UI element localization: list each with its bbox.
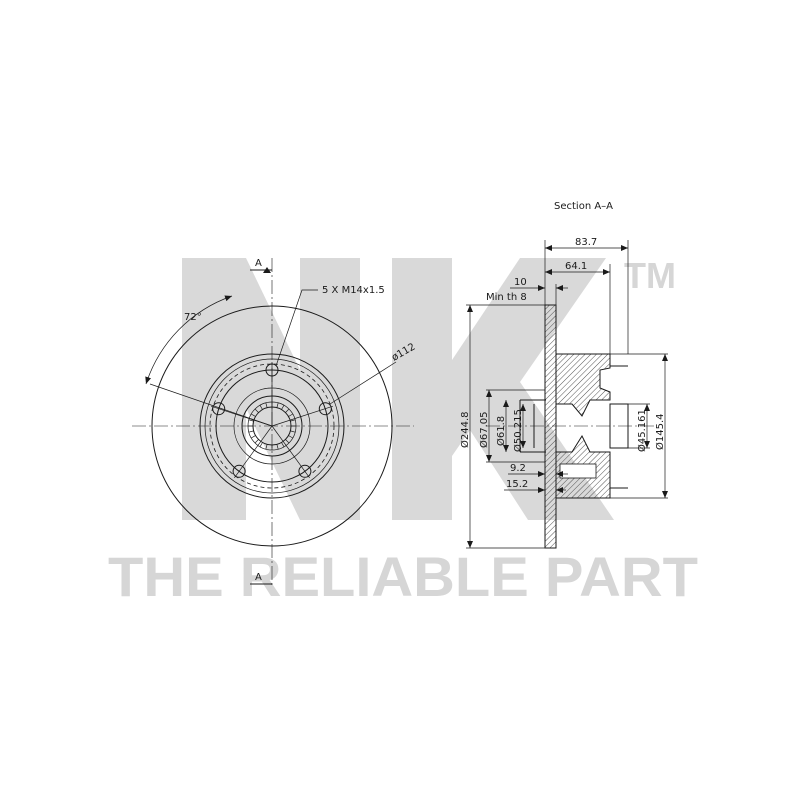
tagline: THE RELIABLE PART bbox=[108, 545, 698, 608]
bolt-hole bbox=[212, 402, 226, 416]
spline-tooth bbox=[281, 405, 285, 410]
spline-tooth bbox=[288, 435, 293, 439]
bolt-axis-line bbox=[234, 425, 273, 479]
spline-tooth bbox=[290, 430, 296, 433]
spline-tooth bbox=[248, 419, 254, 422]
disc-outer-circle bbox=[151, 305, 393, 547]
bolt-hole bbox=[232, 464, 246, 478]
spline-tooth bbox=[265, 402, 268, 408]
spline-tooth bbox=[285, 439, 290, 444]
dim-outer-diameter: Ø244.8 bbox=[459, 412, 471, 449]
section-title: Section A–A bbox=[554, 201, 613, 212]
dim-diameter-67: Ø67.05 bbox=[478, 412, 490, 449]
spline-tooth bbox=[251, 435, 256, 439]
bolt-hole bbox=[298, 464, 312, 478]
bolt-hole bbox=[318, 402, 332, 416]
trademark-mark: TM bbox=[624, 255, 676, 296]
front-view: A A 72° 5 X M14x1.5 ø112 bbox=[132, 258, 417, 586]
spline-tooth bbox=[288, 413, 293, 417]
section-mark-top: A bbox=[255, 258, 262, 269]
section-mark-bottom: A bbox=[255, 572, 262, 583]
spline-teeth bbox=[248, 402, 296, 450]
dim-offset-9: 9.2 bbox=[510, 463, 526, 474]
spline-tooth bbox=[285, 408, 290, 413]
bolt-spec-label: 5 X M14x1.5 bbox=[322, 285, 385, 296]
hub-upper bbox=[555, 353, 611, 417]
spline-tooth bbox=[251, 413, 256, 417]
spline-tooth bbox=[290, 419, 296, 422]
bolt-axis-line bbox=[271, 405, 334, 427]
angle-arc bbox=[145, 295, 233, 385]
spline-tooth bbox=[254, 439, 259, 444]
section-view: Section A–A 83.7 64.1 10 Min th 8 bbox=[459, 201, 668, 549]
spline-tooth bbox=[254, 408, 259, 413]
dim-overall-width: 83.7 bbox=[575, 237, 597, 248]
dim-diameter-145: Ø145.4 bbox=[654, 414, 666, 451]
spline-tooth bbox=[276, 402, 279, 408]
spline-tooth bbox=[259, 442, 263, 447]
dim-diameter-50: Ø50.215 bbox=[512, 409, 524, 452]
dim-diameter-61: Ø61.8 bbox=[495, 416, 507, 446]
dim-diameter-45: Ø45.161 bbox=[636, 409, 648, 452]
dim-offset-15: 15.2 bbox=[506, 479, 528, 490]
spline-tooth bbox=[276, 444, 279, 450]
spline-tooth bbox=[259, 405, 263, 410]
bolt-axis-line bbox=[271, 425, 310, 479]
dim-hub-width: 64.1 bbox=[565, 261, 587, 272]
angle-label: 72° bbox=[184, 312, 202, 323]
spline-tooth bbox=[281, 442, 285, 447]
dim-disc-thickness: 10 bbox=[514, 277, 527, 288]
spline-tooth bbox=[265, 444, 268, 450]
dim-min-thickness: Min th 8 bbox=[486, 292, 527, 303]
spline-tooth bbox=[248, 430, 254, 433]
disc-section bbox=[544, 304, 557, 549]
